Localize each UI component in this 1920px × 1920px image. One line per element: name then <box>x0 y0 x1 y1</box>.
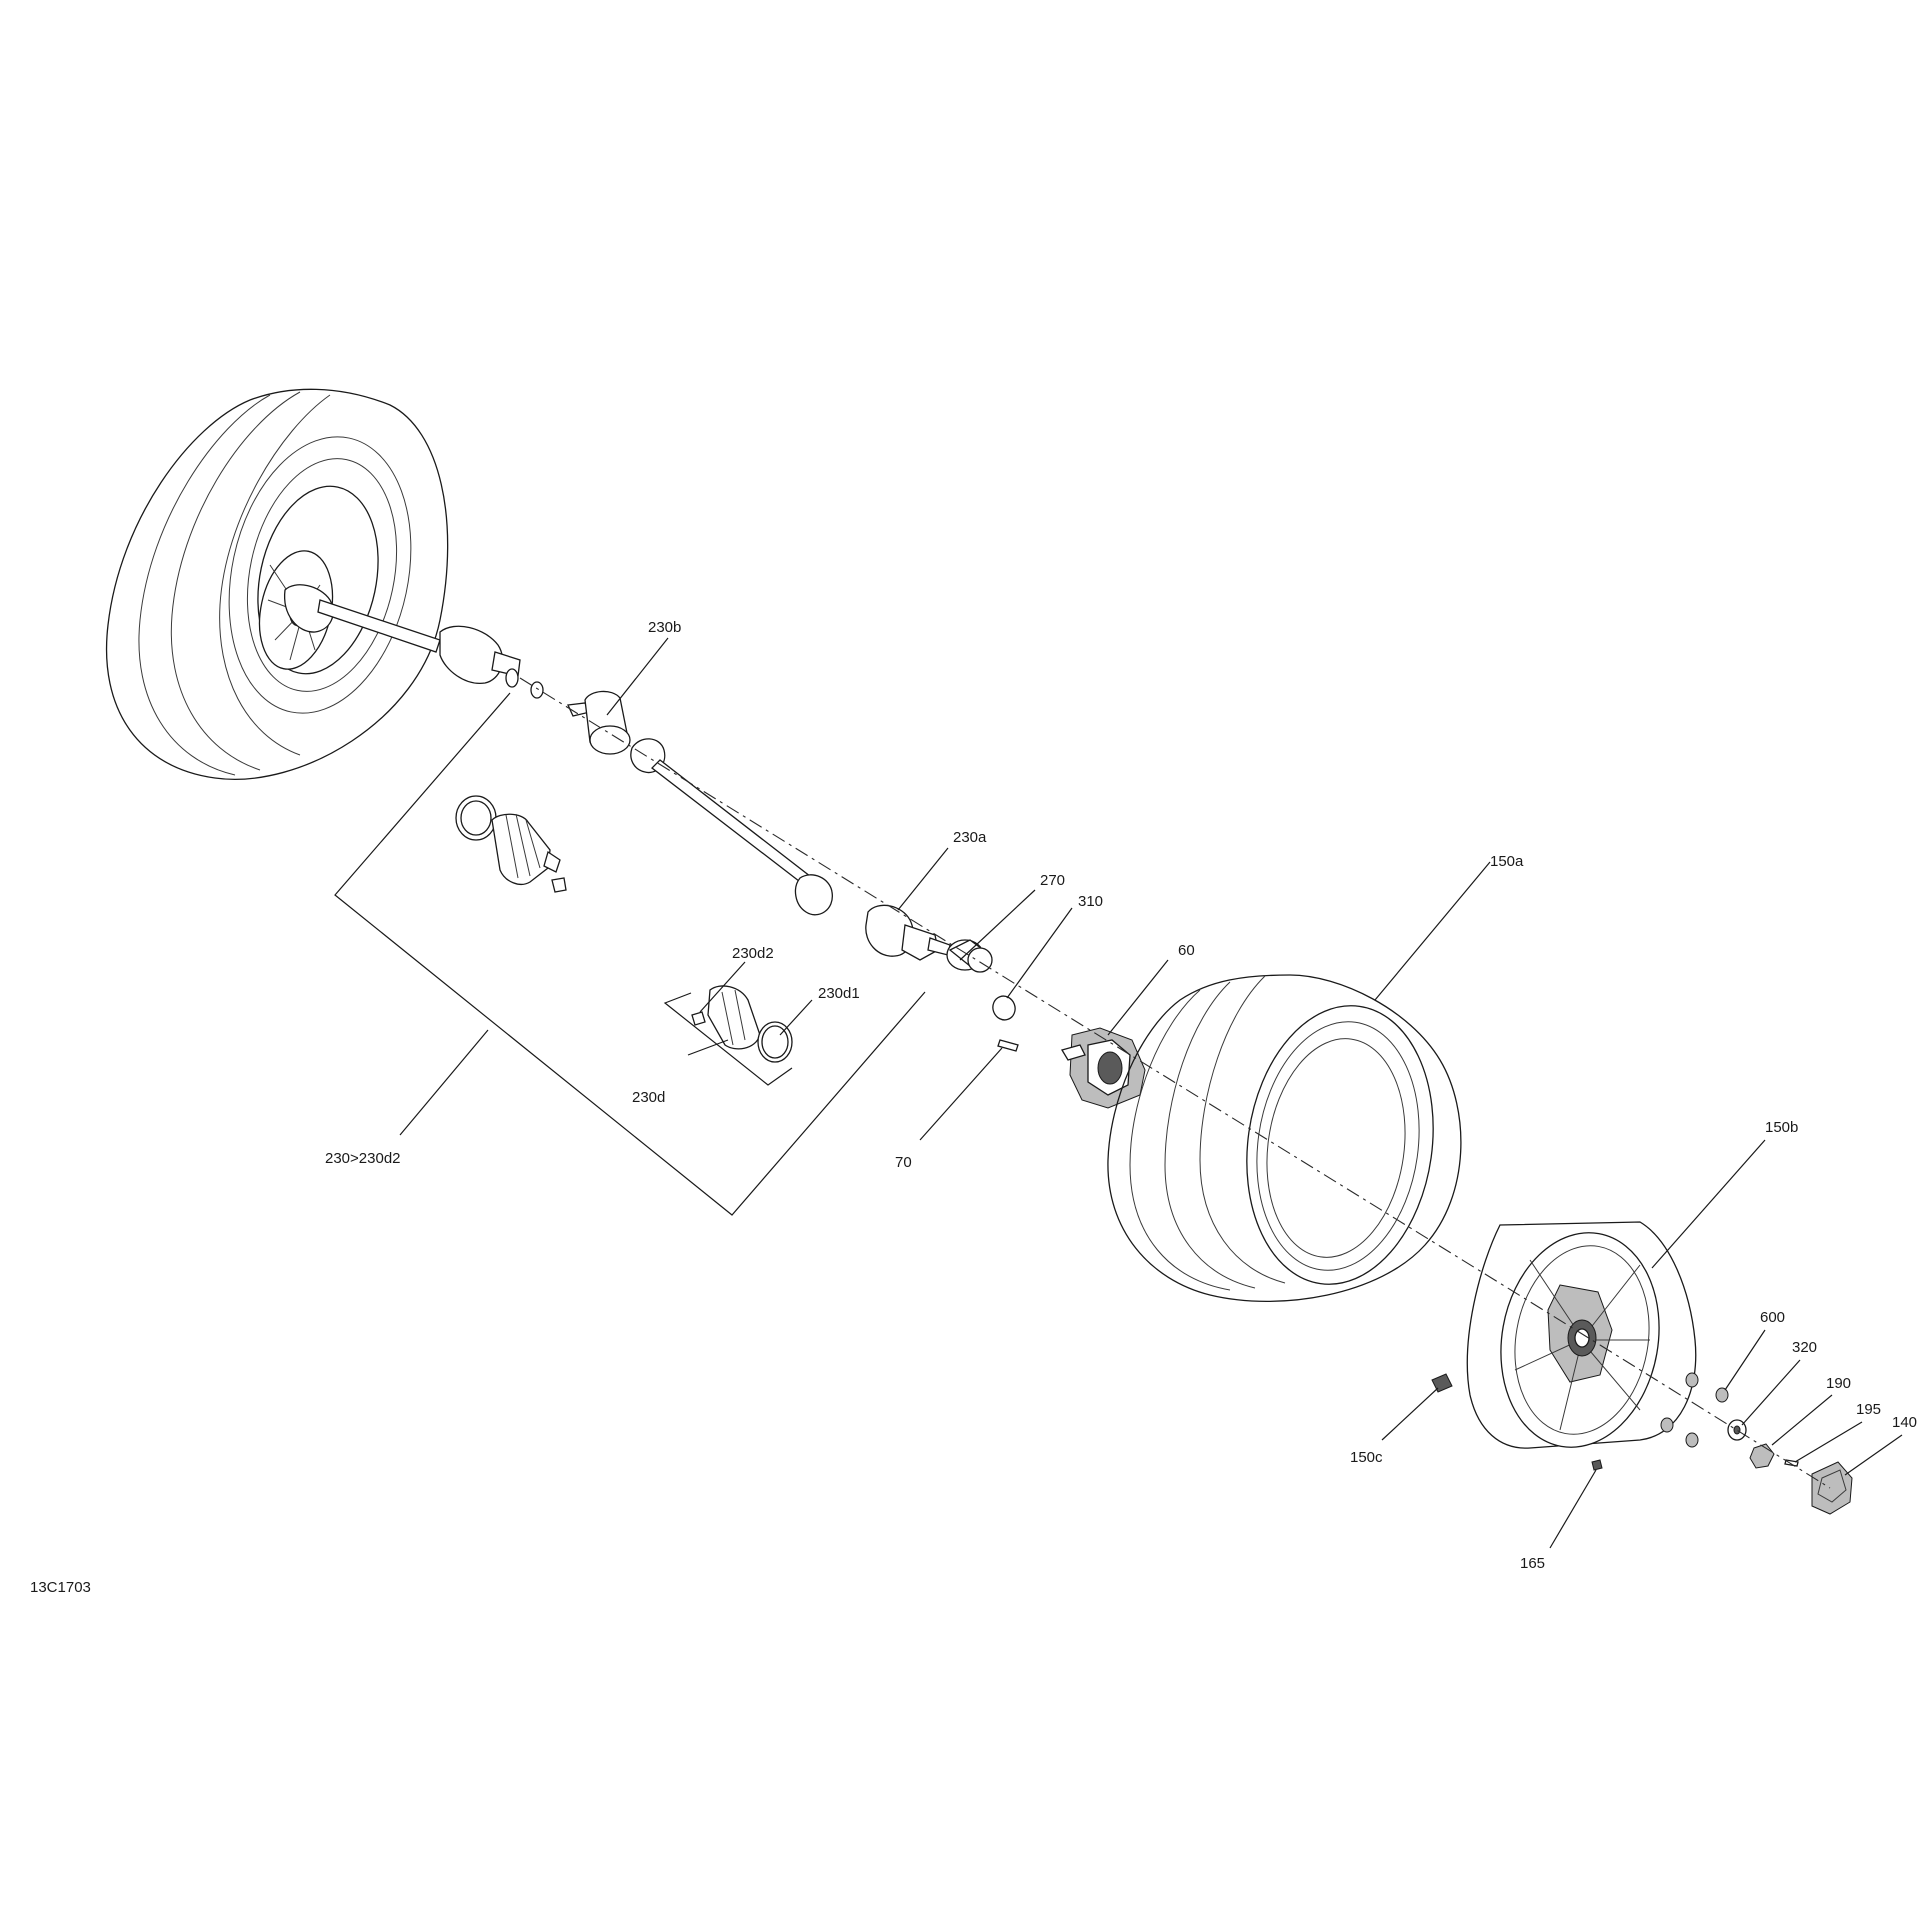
callout-310: 310 <box>1078 893 1103 910</box>
callout-150a: 150a <box>1490 853 1524 870</box>
callout-600: 600 <box>1760 1309 1785 1326</box>
wheel-hub-60 <box>1061 1027 1146 1109</box>
callout-320: 320 <box>1792 1339 1817 1356</box>
boot-kit-left <box>455 795 567 893</box>
callout-270: 270 <box>1040 872 1065 889</box>
callout-230d2: 230d2 <box>732 945 774 962</box>
right-rim-150b <box>1466 1221 1697 1449</box>
callout-195: 195 <box>1856 1401 1881 1418</box>
part-165 <box>1591 1459 1603 1471</box>
callout-150c: 150c <box>1350 1449 1383 1466</box>
callout-140: 140 <box>1892 1414 1917 1431</box>
callout-230a: 230a <box>953 829 987 846</box>
o-ring-small <box>530 681 544 699</box>
drawing-number: 13C1703 <box>30 1579 91 1596</box>
left-wheel-assembly <box>106 388 521 780</box>
kit-bracket-230 <box>334 692 926 1216</box>
callout-70: 70 <box>895 1154 912 1171</box>
callout-165: 165 <box>1520 1555 1545 1572</box>
valve-stem-150c <box>1431 1373 1453 1393</box>
callout-labels: 230b 230a 270 310 60 150a 230d2 230d1 23… <box>325 619 1917 1572</box>
callout-150b: 150b <box>1765 1119 1798 1136</box>
callout-230b: 230b <box>648 619 681 636</box>
center-axis <box>519 677 1831 1489</box>
intermediate-shaft <box>630 738 833 916</box>
wheel-nuts <box>1660 1372 1729 1448</box>
cv-joint-230a <box>865 904 951 961</box>
bearing-270 <box>946 939 993 973</box>
callout-60: 60 <box>1178 942 1195 959</box>
pin-70 <box>997 1039 1019 1052</box>
right-tire-150a <box>1107 974 1462 1303</box>
cv-joint-outer-230b <box>567 690 631 755</box>
callout-230d: 230d <box>632 1089 665 1106</box>
boot-kit-230d <box>691 985 793 1063</box>
callout-230d1: 230d1 <box>818 985 860 1002</box>
callout-230-range: 230>230d2 <box>325 1150 401 1167</box>
hub-cap-140 <box>1811 1461 1853 1515</box>
hub-nut-190 <box>1749 1443 1775 1469</box>
circlip-310 <box>992 995 1016 1021</box>
callout-190: 190 <box>1826 1375 1851 1392</box>
leader-lines <box>399 637 1903 1549</box>
